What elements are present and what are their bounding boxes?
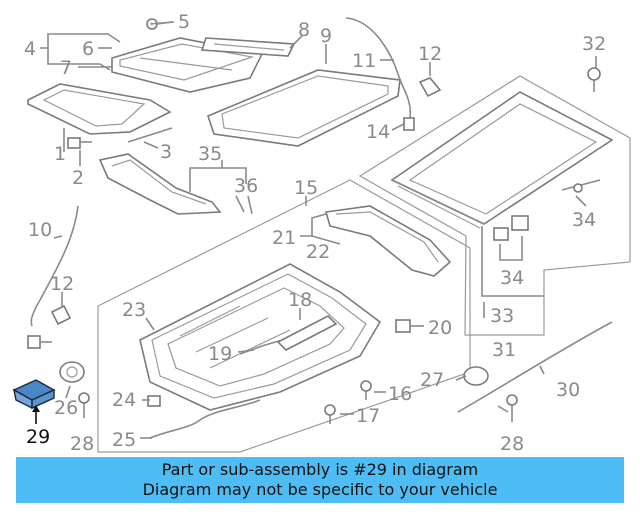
- callout-33: 33: [490, 305, 514, 327]
- strip-part-3: [127, 127, 173, 143]
- weatherstrip-30: [457, 321, 613, 413]
- callout-labels: 5 4 6 7 8 9 11 12 14 1 2 3 35 36 15 21 2…: [24, 11, 606, 455]
- guide-rail-18: [276, 315, 338, 351]
- deflector-seal: [200, 37, 296, 57]
- drain-hose-9: [345, 17, 412, 119]
- callout-21: 21: [272, 227, 296, 249]
- highlighted-part-29[interactable]: [12, 379, 56, 424]
- callout-11: 11: [352, 50, 376, 72]
- bolt-28-left: [78, 392, 90, 418]
- fitting-14: [403, 117, 415, 131]
- callout-2: 2: [72, 167, 84, 189]
- callout-19: 19: [208, 343, 232, 365]
- callout-5: 5: [178, 11, 190, 33]
- callout-20: 20: [428, 317, 452, 339]
- callout-1: 1: [54, 143, 66, 165]
- info-banner: Part or sub-assembly is #29 in diagram D…: [16, 457, 624, 503]
- callout-28-left: 28: [70, 433, 94, 455]
- fitting-14-left: [27, 335, 41, 349]
- callout-12-left: 12: [50, 273, 74, 295]
- callout-3: 3: [160, 141, 172, 163]
- sunroof-seal-ring: [207, 69, 401, 147]
- leader-lines: [40, 21, 597, 439]
- callout-23: 23: [122, 299, 146, 321]
- callout-16: 16: [388, 383, 412, 405]
- callout-29-highlighted: 29: [26, 426, 50, 448]
- glass-panel-front: [27, 83, 172, 135]
- bolt-2: [67, 137, 92, 149]
- callout-15: 15: [294, 177, 318, 199]
- callout-7: 7: [60, 57, 72, 79]
- bolt-35: [561, 179, 601, 193]
- callout-27: 27: [420, 369, 444, 391]
- shade-frame: [390, 91, 614, 229]
- clip-12-left: [50, 304, 72, 326]
- shade-brackets-34: [493, 215, 529, 241]
- right-group-outline: [358, 75, 631, 336]
- callout-25: 25: [112, 429, 136, 451]
- callout-18: 18: [288, 289, 312, 311]
- banner-line-1: Part or sub-assembly is #29 in diagram: [161, 460, 479, 479]
- callout-24: 24: [112, 389, 136, 411]
- connector-24: [147, 395, 161, 407]
- clip-12-top: [418, 77, 442, 98]
- drain-hose-10: [30, 205, 79, 327]
- bolt-28-right: [506, 394, 518, 422]
- callout-32: 32: [582, 33, 606, 55]
- callout-12-top: 12: [418, 43, 442, 65]
- motor-27: [463, 366, 489, 386]
- callout-36: 35: [198, 143, 222, 165]
- callout-37: 36: [234, 175, 258, 197]
- wind-deflector-assembly: [98, 153, 222, 215]
- banner-line-2: Diagram may not be specific to your vehi…: [142, 480, 498, 499]
- callout-17: 17: [356, 405, 380, 427]
- sunroof-frame-15: [324, 205, 452, 277]
- bolt-16: [360, 380, 372, 400]
- callout-8: 8: [298, 19, 310, 41]
- harness-25: [149, 399, 261, 439]
- callout-4: 4: [24, 38, 36, 60]
- callout-28-right: 28: [500, 433, 524, 455]
- motor-26: [59, 361, 85, 383]
- bolt-17: [324, 404, 336, 424]
- callout-9: 9: [320, 25, 332, 47]
- main-frame-23: [139, 263, 382, 411]
- bolt-32: [587, 67, 601, 92]
- callout-6: 6: [82, 38, 94, 60]
- callout-30: 30: [556, 379, 580, 401]
- callout-26: 26: [54, 397, 78, 419]
- callout-22: 22: [306, 241, 330, 263]
- callout-31: 31: [492, 339, 516, 361]
- callout-35: 34: [572, 209, 596, 231]
- callout-34: 34: [500, 267, 524, 289]
- callout-10: 10: [28, 219, 52, 241]
- callout-14: 14: [366, 121, 390, 143]
- motor-20: [395, 319, 411, 333]
